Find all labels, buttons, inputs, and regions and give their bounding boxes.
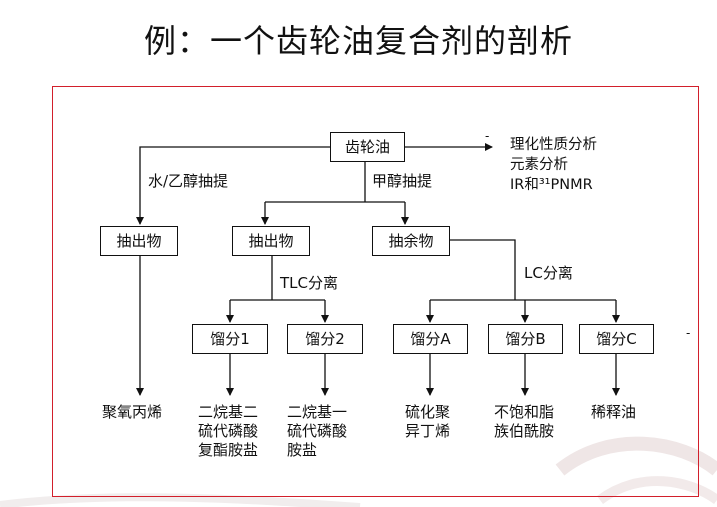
product-dithiophosphate-ester-amine: 二烷基二 硫代磷酸 复酯胺盐 [198, 403, 259, 459]
node-fraction-c: 馏分C [579, 324, 654, 354]
product-unsaturated-fatty-amide: 不饱和脂 族伯酰胺 [494, 403, 555, 440]
stray-mark: - [485, 129, 490, 143]
node-extract-water-ethanol: 抽出物 [100, 226, 178, 256]
product-monothiophosphate-amine: 二烷基一 硫代磷酸 胺盐 [287, 403, 348, 459]
edge-label-tlc: TLC分离 [280, 274, 338, 292]
analysis-item-ir-nmr: IR和³¹PNMR [510, 177, 593, 193]
edge-label-lc: LC分离 [524, 264, 573, 282]
node-residue: 抽余物 [372, 226, 450, 256]
product-polyoxypropylene: 聚氧丙烯 [102, 403, 163, 421]
node-extract-methanol: 抽出物 [232, 226, 310, 256]
page-title: 例：一个齿轮油复合剂的剖析 [143, 22, 573, 60]
node-fraction-a: 馏分A [393, 324, 468, 354]
node-fraction-2: 馏分2 [287, 324, 363, 354]
stray-mark: - [686, 326, 691, 340]
product-diluent-oil: 稀释油 [591, 403, 637, 421]
product-sulfurized-polyisobutylene: 硫化聚 异丁烯 [405, 403, 451, 440]
analysis-item-elemental: 元素分析 [510, 157, 568, 173]
node-fraction-1: 馏分1 [192, 324, 268, 354]
analysis-item-physicochemical: 理化性质分析 [510, 137, 597, 153]
node-fraction-b: 馏分B [488, 324, 563, 354]
edge-label-methanol: 甲醇抽提 [372, 172, 433, 190]
diagram-frame [52, 86, 699, 497]
edge-label-water-ethanol: 水/乙醇抽提 [148, 172, 229, 190]
root-node-gear-oil: 齿轮油 [330, 132, 405, 162]
